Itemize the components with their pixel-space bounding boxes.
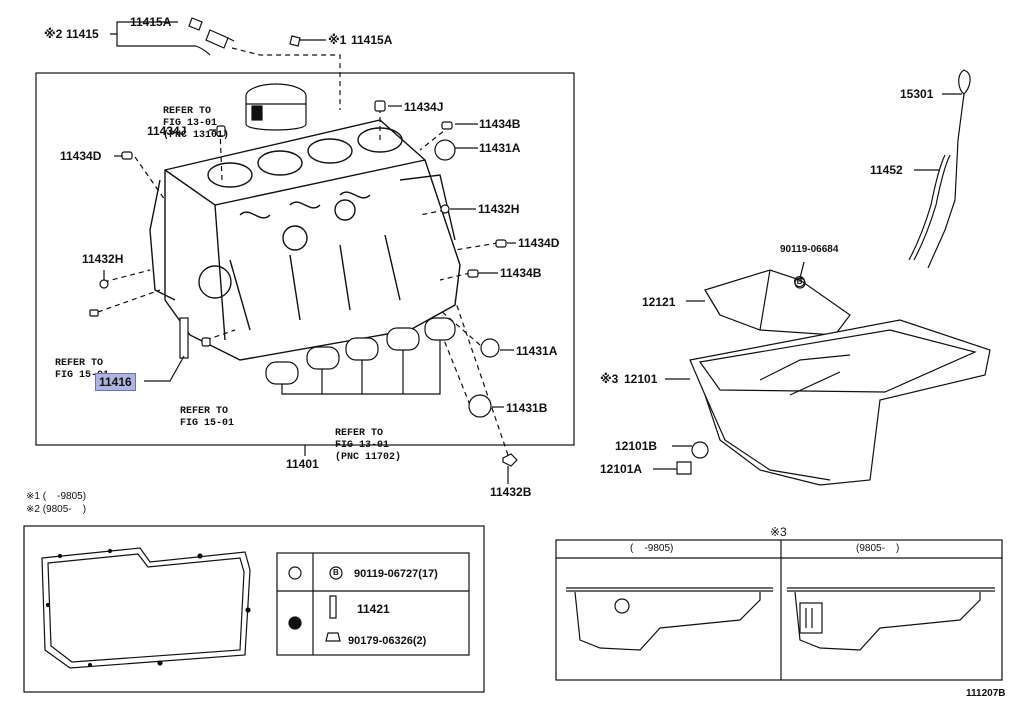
legend-panel bbox=[23, 525, 485, 693]
part-11431A-bottom[interactable]: 11431A bbox=[516, 344, 558, 358]
part-11432H-left[interactable]: 11432H bbox=[82, 252, 124, 266]
part-11434J-right[interactable]: 11434J bbox=[404, 100, 444, 114]
part-11452[interactable]: 11452 bbox=[870, 163, 903, 177]
plug-11415A bbox=[289, 35, 301, 47]
legend-part-90179-06326[interactable]: 90179-06326(2) bbox=[348, 635, 427, 647]
part-11434D-right[interactable]: 11434D bbox=[518, 236, 560, 250]
part-11415A-sensor[interactable]: 11415A bbox=[130, 15, 172, 29]
note-1: ※1 ( -9805) bbox=[26, 491, 87, 502]
part-11434D-left[interactable]: 11434D bbox=[60, 149, 102, 163]
knock-sensor bbox=[188, 17, 235, 56]
gasket-outline bbox=[41, 547, 251, 669]
oil-baffle bbox=[686, 261, 851, 336]
part-11434B-top[interactable]: 11434B bbox=[479, 117, 521, 131]
diagram-code: 111207B bbox=[966, 688, 1006, 699]
part-11416-highlighted[interactable]: 11416 bbox=[95, 373, 136, 391]
part-15301[interactable]: 15301 bbox=[900, 87, 934, 101]
part-12101A[interactable]: 12101A bbox=[600, 462, 643, 476]
bolt-b-legend-icon: B bbox=[333, 568, 339, 577]
variants-panel bbox=[555, 539, 1003, 681]
cylinder-block-drawing bbox=[149, 119, 461, 361]
stud-bolt-11416 bbox=[179, 317, 189, 359]
note-mark-1: ※1 bbox=[328, 33, 347, 47]
part-90119-06684[interactable]: 90119-06684 bbox=[780, 244, 839, 255]
part-11401-block[interactable]: 11401 bbox=[286, 457, 319, 471]
oil-pan-drawing bbox=[653, 319, 991, 486]
oil-dipstick bbox=[908, 69, 971, 269]
part-11415A-plug[interactable]: 11415A bbox=[351, 33, 393, 47]
bolt-b-icon: B bbox=[794, 276, 805, 287]
part-11432H-right[interactable]: 11432H bbox=[478, 202, 520, 216]
part-11431B[interactable]: 11431B bbox=[506, 401, 548, 415]
part-11434B-right[interactable]: 11434B bbox=[500, 266, 542, 280]
variant-after-9805: (9805- ) bbox=[856, 543, 900, 554]
legend-part-11421[interactable]: 11421 bbox=[357, 602, 390, 616]
part-11434J-left[interactable]: 11434J bbox=[147, 124, 187, 138]
part-11432B[interactable]: 11432B bbox=[490, 485, 532, 499]
part-12121[interactable]: 12121 bbox=[642, 295, 676, 309]
part-11431A-top[interactable]: 11431A bbox=[479, 141, 521, 155]
part-12101B[interactable]: 12101B bbox=[615, 439, 658, 453]
legend-part-90119-06727[interactable]: 90119-06727(17) bbox=[354, 568, 438, 580]
note-mark-2: ※2 bbox=[44, 27, 63, 41]
note-mark-3: ※3 bbox=[600, 372, 619, 386]
piston-drawing bbox=[245, 83, 307, 131]
part-11415[interactable]: 11415 bbox=[66, 27, 99, 41]
note-2: ※2 (9805- ) bbox=[26, 504, 87, 515]
part-12101[interactable]: 12101 bbox=[624, 372, 658, 386]
variant-mark-3: ※3 bbox=[770, 525, 787, 539]
variant-before-9805: ( -9805) bbox=[630, 543, 674, 554]
crank-bearings bbox=[265, 317, 456, 395]
